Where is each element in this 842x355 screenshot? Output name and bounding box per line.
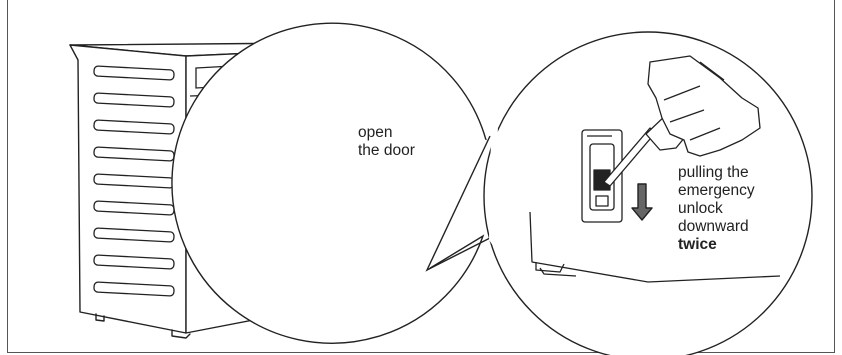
- unlock-line2: emergency: [678, 182, 755, 200]
- machine-side: [70, 45, 186, 333]
- unlock-line1: pulling the: [678, 164, 755, 182]
- open-door-line1: open: [358, 124, 415, 142]
- unlock-emphasis: twice: [678, 236, 717, 253]
- zoom-callout: [172, 23, 486, 343]
- open-door-line2: the door: [358, 142, 415, 160]
- unlock-line3: unlock: [678, 200, 755, 218]
- open-door-label: open the door: [358, 124, 415, 160]
- unlock-line4: downward: [678, 218, 755, 236]
- unlock-instruction-label: pulling the emergency unlock downward tw…: [678, 164, 755, 254]
